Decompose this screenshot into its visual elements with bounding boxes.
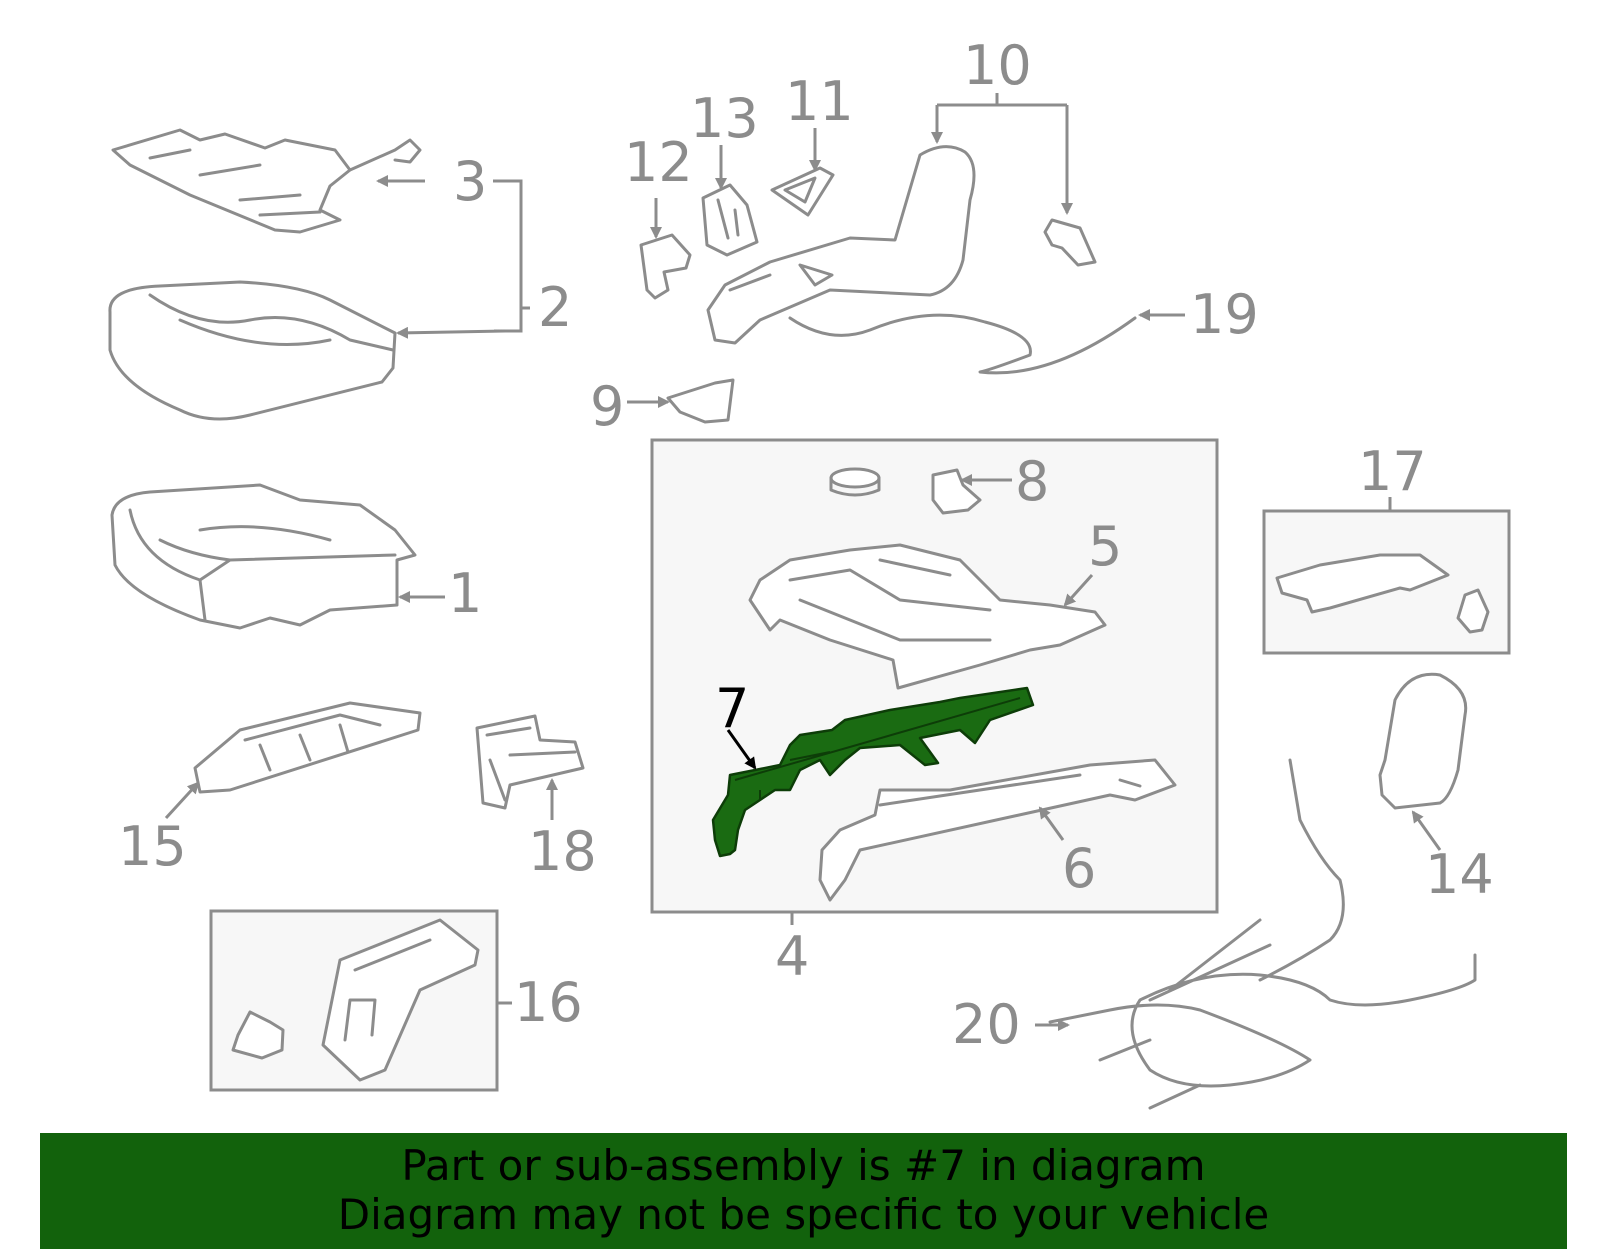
label-13: 13 <box>690 87 759 150</box>
part-16-trim-cover[interactable] <box>231 918 480 1082</box>
part-8-bracket[interactable] <box>931 468 982 515</box>
label-18: 18 <box>528 820 597 883</box>
part-15-cover-panel[interactable] <box>193 701 422 794</box>
part-2-cushion-cover[interactable] <box>108 280 397 421</box>
label-6: 6 <box>1062 837 1096 900</box>
part-9-cover[interactable] <box>666 378 735 424</box>
part-14-cover[interactable] <box>1378 672 1468 810</box>
part-19-cable[interactable] <box>788 313 1137 375</box>
label-11: 11 <box>785 70 854 133</box>
part-5-seat-frame[interactable] <box>748 543 1107 690</box>
part-6-seat-rail[interactable] <box>818 758 1177 902</box>
label-4: 4 <box>775 925 809 988</box>
banner-line-1: Part or sub-assembly is #7 in diagram <box>401 1141 1206 1190</box>
label-8: 8 <box>1015 450 1049 513</box>
label-9: 9 <box>590 375 624 438</box>
part-11-triangle-trim[interactable] <box>770 166 835 217</box>
part-17-trim[interactable] <box>1275 553 1490 634</box>
label-12: 12 <box>624 131 693 194</box>
label-17: 17 <box>1358 440 1427 503</box>
part-10-side-shield[interactable] <box>706 145 1097 345</box>
leader-lines <box>164 93 1442 1031</box>
part-1-cushion-pad[interactable] <box>110 483 417 630</box>
part-20-wire-harness[interactable] <box>1048 758 1477 1110</box>
part-18-bracket[interactable] <box>475 714 585 810</box>
label-3: 3 <box>453 150 487 213</box>
part-3-heater-mat[interactable] <box>111 128 422 234</box>
label-1: 1 <box>448 562 482 625</box>
label-7: 7 <box>715 677 749 740</box>
banner-line-2: Diagram may not be specific to your vehi… <box>337 1190 1270 1239</box>
part-ring[interactable] <box>829 467 881 497</box>
label-10: 10 <box>963 34 1032 97</box>
part-12-clip[interactable] <box>639 233 692 300</box>
label-2: 2 <box>538 276 572 339</box>
label-20: 20 <box>952 993 1021 1056</box>
label-19: 19 <box>1190 283 1259 346</box>
part-13-bracket[interactable] <box>701 183 759 257</box>
info-banner: Part or sub-assembly is #7 in diagram Di… <box>40 1133 1567 1249</box>
part-7-seat-track[interactable] <box>711 686 1035 858</box>
label-5: 5 <box>1088 515 1122 578</box>
label-15: 15 <box>118 815 187 878</box>
label-14: 14 <box>1425 843 1494 906</box>
label-16: 16 <box>514 971 583 1034</box>
part-7-shape[interactable] <box>711 686 1035 858</box>
